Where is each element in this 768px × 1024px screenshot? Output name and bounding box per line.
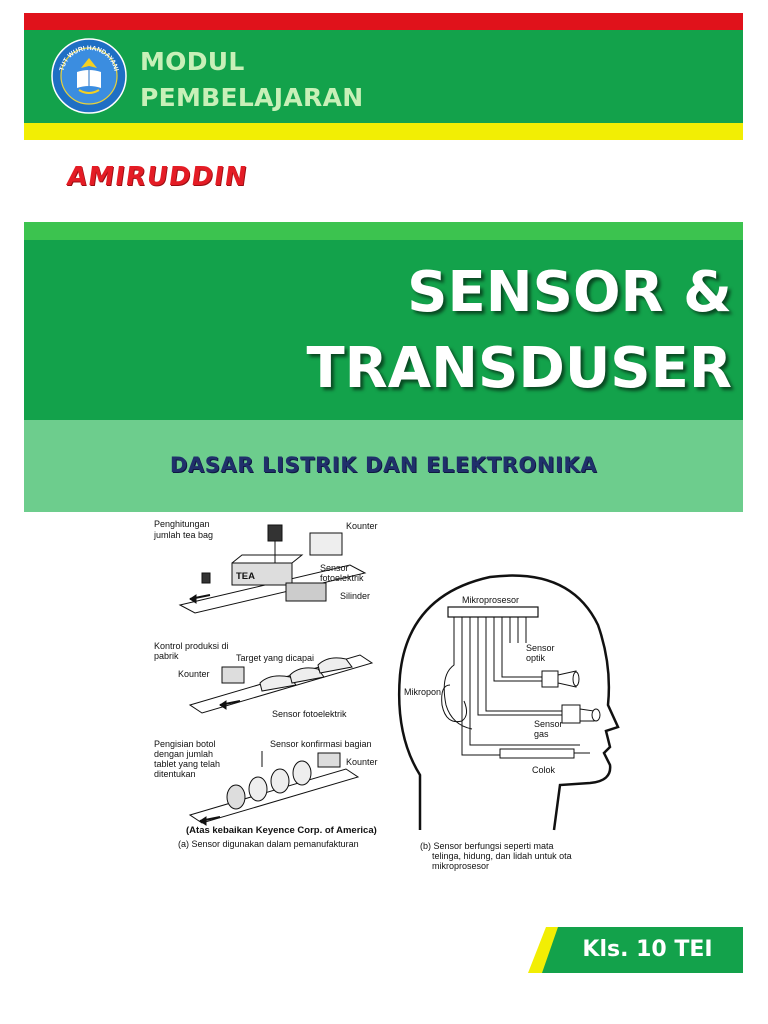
label-colok: Colok [532,765,556,775]
label-kontrol-2: pabrik [154,651,179,661]
label-teabag-2: jumlah tea bag [153,530,213,540]
module-header-title: MODUL PEMBELAJARAN [140,44,363,116]
caption-b-3: mikroprosesor [432,861,489,871]
header-title-line1: MODUL [140,47,245,76]
label-sensor-gas-1: Sensor [534,719,563,729]
caption-b-2: telinga, hidung, dan lidah untuk ota [432,851,572,861]
label-silinder: Silinder [340,591,370,601]
label-sensor-optik-1: Sensor [526,643,555,653]
teabag-machine [178,524,367,614]
header-band [24,30,743,123]
sensor-wires [441,617,580,756]
tut-wuri-handayani-logo: TUT WURI HANDAYANI [51,38,127,114]
class-badge [528,927,743,973]
label-sensor-optik-2: optik [526,653,546,663]
top-red-band [24,13,743,30]
label-pengisian-3: tablet yang telah [154,759,220,769]
head-outline [397,574,620,831]
gas-sensor [561,704,601,724]
header-title-line2: PEMBELAJARAN [140,83,364,112]
caption-b-1: (b) Sensor berfungsi seperti mata [420,841,554,851]
label-kounter-bot: Kounter [346,757,378,767]
main-title-line2: TRANSDUSER [306,336,732,401]
microprocessor-chip [447,606,539,618]
label-sensor-konfirmasi: Sensor konfirmasi bagian [270,739,372,749]
main-title-band [24,240,743,420]
class-label: Kls. 10 TEI [582,937,713,962]
illustration-credit: (Atas kebaikan Keyence Corp. of America) [186,825,377,836]
caption-a: (a) Sensor digunakan dalam pemanufaktura… [178,839,359,849]
label-teabag-1: Penghitungan [154,519,210,529]
label-tea: TEA [236,571,255,582]
subtitle: DASAR LISTRIK DAN ELEKTRONIKA [169,453,598,477]
label-sensor-foto-1: Sensor [320,563,349,573]
label-kontrol-1: Kontrol produksi di [154,641,229,651]
car-line [188,654,374,714]
label-target: Target yang dicapai [236,653,314,663]
label-sensor-gas-2: gas [534,729,549,739]
main-title-line1: SENSOR & [407,260,732,325]
label-kounter-mid: Kounter [178,669,210,679]
label-pengisian-2: dengan jumlah [154,749,213,759]
sensor-illustration: Penghitungan jumlah tea bag Kounter Sens… [153,519,620,871]
label-kounter-top: Kounter [346,521,378,531]
main-title: SENSOR & TRANSDUSER [306,255,732,407]
colok-probe [499,748,590,759]
factory-panel: Penghitungan jumlah tea bag Kounter Sens… [153,519,378,849]
label-pengisian-1: Pengisian botol [154,739,216,749]
light-green-band [24,222,743,240]
label-mikroprosesor: Mikroprosesor [462,595,519,605]
yellow-band [24,123,743,140]
head-panel: Mikroprosesor Sensor [397,574,620,871]
label-pengisian-4: ditentukan [154,769,196,779]
label-sensor-foto2: Sensor fotoelektrik [272,709,347,719]
label-mikropon: Mikropon [404,687,441,697]
optic-sensor [541,670,580,688]
subtitle-band [24,420,743,512]
bottle-line [188,751,360,826]
author-name: AMIRUDDIN [64,162,250,192]
